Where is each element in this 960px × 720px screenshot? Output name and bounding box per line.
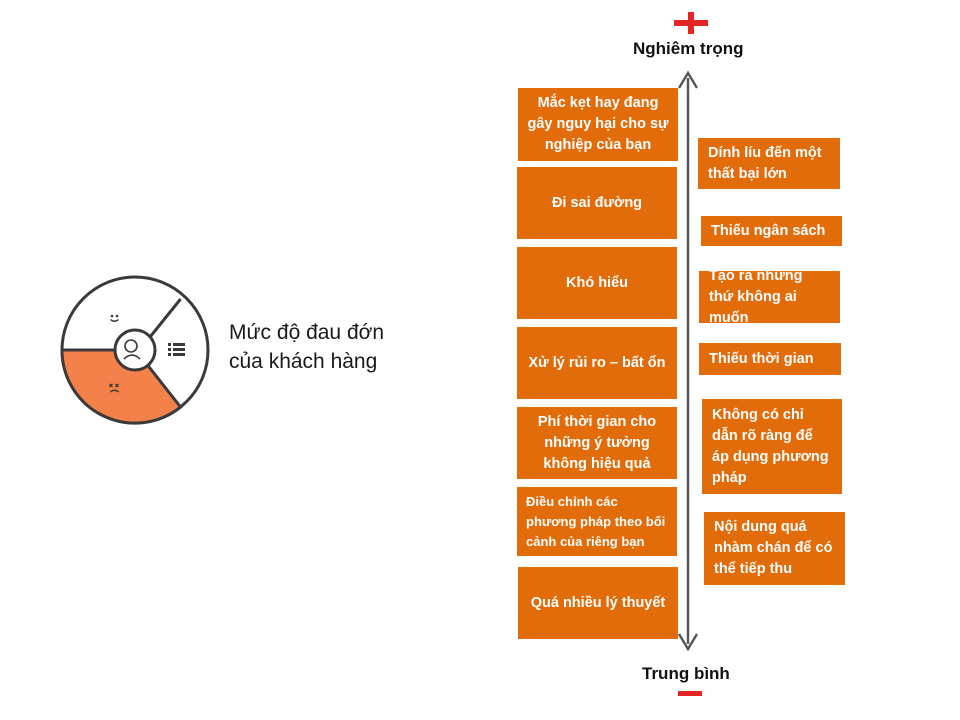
axis-top-label: Nghiêm trọng	[633, 39, 744, 58]
axis-bottom-label: Trung bình	[642, 664, 730, 683]
severity-axis	[674, 12, 708, 696]
arrow-up-icon	[677, 70, 699, 89]
caption-line-1: Mức độ đau đớn	[229, 321, 385, 344]
wheel-caption: Mức độ đau đớn của khách hàng	[229, 318, 384, 376]
pain-box: Tạo ra những thứ không ai muốn	[699, 268, 840, 326]
smile-icon	[110, 314, 119, 322]
list-icon	[168, 343, 185, 356]
pain-box: Không có chỉ dẫn rõ ràng để áp dụng phươ…	[702, 399, 842, 494]
pain-box: Khó hiểu	[517, 247, 677, 319]
pain-box: Đi sai đường	[517, 167, 677, 239]
pain-box: Phí thời gian cho những ý tưởng không hi…	[517, 407, 677, 479]
customer-profile-wheel	[60, 275, 210, 425]
pain-box: Xử lý rủi ro – bất ổn	[517, 327, 677, 399]
pain-box: Thiếu ngân sách	[701, 216, 842, 246]
plus-icon	[674, 12, 708, 34]
pain-box: Điều chỉnh các phương pháp theo bối cảnh…	[517, 487, 677, 556]
minus-icon	[678, 691, 702, 696]
pain-box: Nội dung quá nhàm chán để có thể tiếp th…	[704, 512, 845, 585]
frown-icon	[109, 383, 119, 393]
pain-box: Thiếu thời gian	[699, 343, 841, 375]
caption-line-2: của khách hàng	[229, 350, 378, 373]
pain-box: Dính líu đến một thất bại lớn	[698, 138, 840, 189]
pain-box: Mắc kẹt hay đang gây nguy hại cho sự ngh…	[518, 88, 678, 161]
pain-box: Quá nhiều lý thuyết	[518, 567, 678, 639]
customer-icon	[123, 339, 141, 360]
arrow-down-icon	[677, 633, 699, 652]
wheel-divider	[148, 298, 182, 338]
